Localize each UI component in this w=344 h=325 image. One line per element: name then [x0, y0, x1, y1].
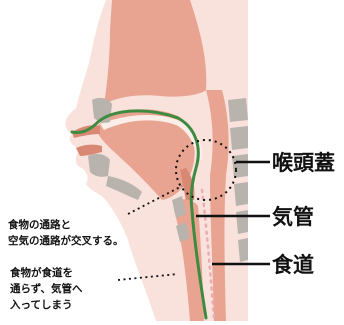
vertebra	[228, 98, 248, 122]
annotation-aspiration-line-2: 通らず、気管へ	[10, 282, 83, 295]
annotation-crossing-line-2: 空気の通路が交叉する。	[8, 234, 124, 247]
label-epiglottis: 喉頭蓋	[272, 151, 335, 175]
annotation-crossing-line-1: 食物の通路と	[7, 218, 71, 231]
vertebra	[230, 126, 248, 150]
nasal-palate-tissue	[104, 0, 206, 104]
label-trachea: 気管	[272, 205, 314, 229]
annotation-aspiration-line-1: 食物が食道を	[9, 266, 73, 279]
annotation-aspiration-line-3: 入ってしまう	[10, 299, 72, 311]
label-esophagus: 食道	[272, 253, 314, 277]
vertebra	[234, 182, 248, 206]
vertebra	[236, 210, 248, 234]
